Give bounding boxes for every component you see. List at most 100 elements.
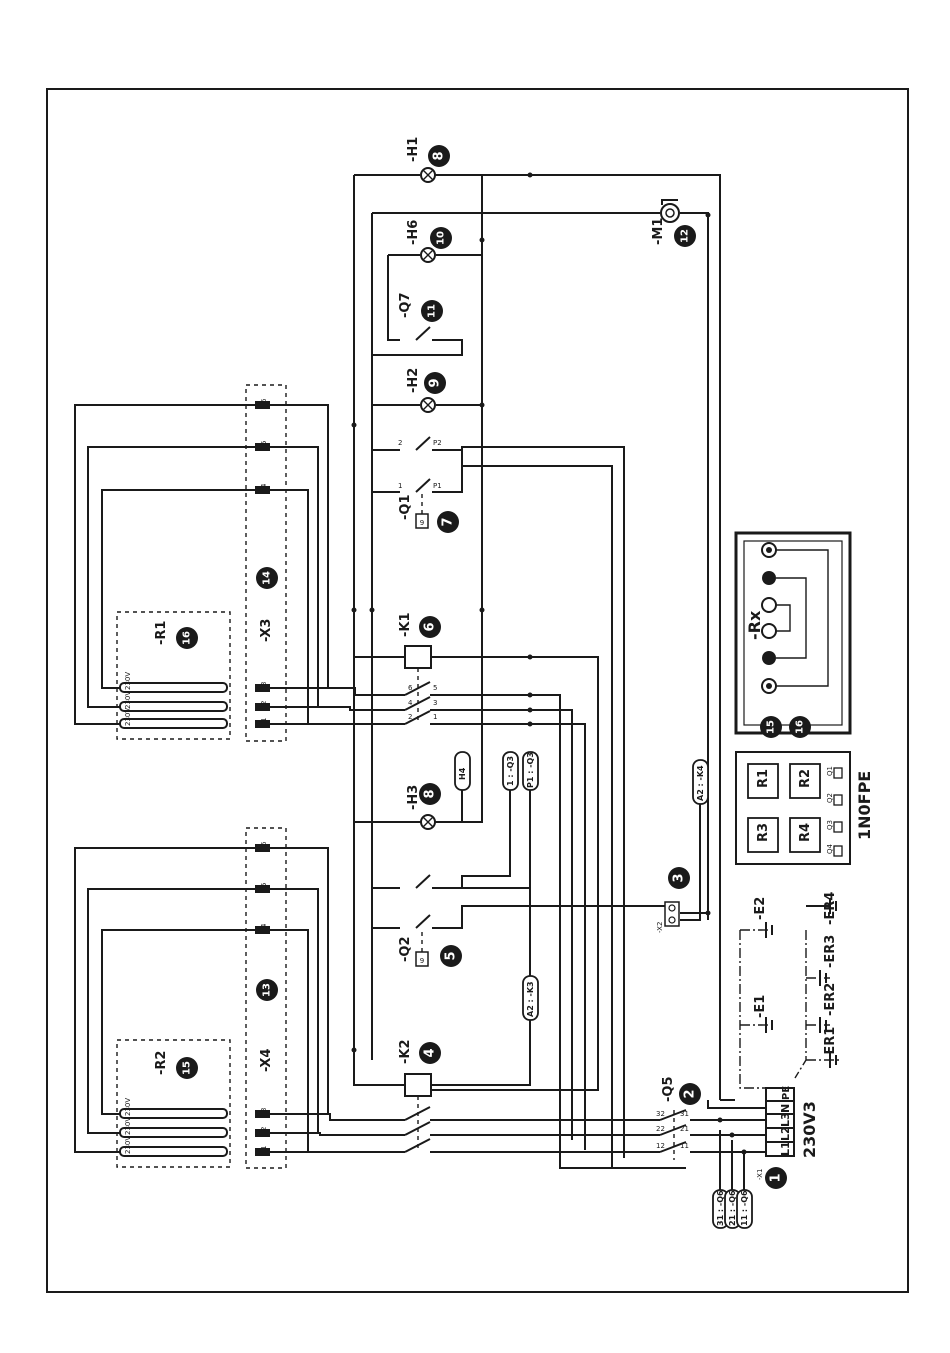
callout-15-r2: 15 [182, 1061, 193, 1075]
label-q5: -Q5 [661, 1077, 676, 1103]
selector-r4: R4 [798, 823, 813, 842]
q5-term-22: 22 [656, 1125, 665, 1133]
x4-term-5: 5 [260, 883, 268, 887]
motor-m1 [660, 199, 680, 223]
label-er3: -ER3 [823, 935, 838, 968]
x3-term-5: 5 [260, 441, 268, 445]
label-er2: -ER2 [823, 983, 838, 1016]
terminal-studs [255, 401, 270, 1156]
q1-term-p1: P1 [433, 482, 442, 490]
callout-14: 14 [262, 571, 273, 585]
label-e2: -E2 [753, 897, 768, 920]
callout-markers [176, 145, 811, 1189]
label-q1: -Q1 [398, 495, 413, 521]
resistors-r1 [119, 682, 228, 729]
resistor-group-r2-box [116, 1039, 231, 1168]
x3-term-4: 4 [260, 483, 268, 488]
label-x3: -X3 [259, 619, 274, 642]
x4-term-6: 6 [260, 841, 268, 846]
q5-term-31: 31 [680, 1110, 689, 1118]
x1-term-l1: L1 [779, 1141, 792, 1156]
label-m1: -M1 [651, 218, 666, 245]
x1-term-n: N [779, 1104, 792, 1113]
k1-term-5: 5 [433, 684, 437, 692]
q1-term-p2: P2 [433, 439, 442, 447]
drawing-frame [46, 88, 909, 1293]
selector-q1: Q1 [826, 766, 834, 776]
q5-term-32: 32 [656, 1110, 665, 1118]
x4-term-3: 3 [260, 1108, 268, 1112]
lamp-h2 [420, 397, 436, 413]
x3-term-3: 3 [260, 682, 268, 686]
callout-5: 5 [444, 951, 459, 960]
x1-voltage: 230V3 [800, 1101, 819, 1158]
label-q2: -Q2 [398, 937, 413, 963]
ref-q6-21: 21 : -Q6 [728, 1190, 737, 1226]
label-k2: -K2 [398, 1039, 413, 1064]
selector-switch [735, 751, 851, 865]
label-q7: -Q7 [398, 293, 413, 319]
k1-term-6: 6 [408, 684, 413, 692]
label-x4: -X4 [259, 1049, 274, 1072]
svg-text:9: 9 [420, 519, 424, 527]
thermostat-q2-sensor: 9 [415, 928, 429, 967]
k1-term-3: 3 [433, 699, 437, 707]
selector-r3: R3 [756, 823, 771, 842]
label-x1: -X1 [756, 1169, 764, 1180]
contactor-k1-contacts: 6 5 4 3 2 1 [404, 668, 437, 725]
ref-q6-11: 11 : -Q6 [740, 1190, 749, 1226]
selector-model: 1N0FPE [855, 771, 874, 840]
r1-rating-1: 230V [124, 672, 132, 690]
callout-16-rx: 16 [795, 720, 806, 734]
k1-term-1: 1 [433, 713, 437, 721]
q1-term-1: 1 [398, 482, 402, 490]
q5-term-12: 12 [656, 1142, 665, 1150]
x1-term-pe: PE [781, 1086, 792, 1100]
callout-6: 6 [423, 622, 438, 631]
q5-term-21: 21 [680, 1125, 689, 1133]
callout-1: 1 [769, 1173, 784, 1182]
reference-capsules [454, 751, 753, 1229]
control-wiring [353, 174, 766, 1169]
label-er4: -ER4 [823, 892, 838, 925]
x3-term-2: 2 [260, 701, 268, 705]
callout-10: 10 [436, 231, 447, 245]
x3-term-6: 6 [260, 398, 268, 403]
k1-term-2: 2 [408, 713, 412, 721]
x4-term-2: 2 [260, 1127, 268, 1131]
x4-term-1: 1 [260, 1146, 268, 1150]
terminal-x4-box [245, 827, 287, 1169]
callout-11: 11 [427, 304, 438, 318]
label-r1: -R1 [154, 621, 169, 645]
resistor-group-r1-box [116, 611, 231, 740]
contactor-k2-contacts [404, 1096, 431, 1153]
ref-q6-31: 31 : -Q6 [716, 1190, 725, 1226]
selector-r2: R2 [798, 769, 813, 788]
r2-rating-1: 230V [124, 1098, 132, 1116]
svg-text:9: 9 [420, 957, 424, 965]
lamp-h6 [420, 247, 436, 263]
label-h2: -H2 [406, 368, 421, 393]
r2-rating-2: 230V [124, 1117, 132, 1135]
resistors-r2 [119, 1108, 228, 1157]
q5-term-11: 11 [680, 1142, 689, 1150]
label-h3: -H3 [406, 785, 421, 810]
callout-12: 12 [680, 229, 691, 243]
label-h1: -H1 [406, 137, 421, 162]
junctions [351, 172, 747, 1155]
thermostat-q1-sensor: 9 [415, 492, 429, 529]
q1-term-2: 2 [398, 439, 402, 447]
label-e1: -E1 [753, 995, 768, 1018]
selector-q3: Q3 [826, 820, 834, 830]
terminal-x3-box [245, 384, 287, 742]
label-h6: -H6 [406, 220, 421, 245]
lamp-h1 [420, 167, 436, 183]
r1-rating-2: 230V [124, 691, 132, 709]
callout-15-rx: 15 [766, 720, 777, 734]
connector-x2 [664, 901, 680, 927]
lamp-h3 [420, 814, 436, 830]
ref-q3-p1: P1 : -Q3 [526, 752, 535, 788]
ref-h4: H4 [458, 767, 467, 780]
ref-k4: A2 : -K4 [696, 765, 705, 801]
